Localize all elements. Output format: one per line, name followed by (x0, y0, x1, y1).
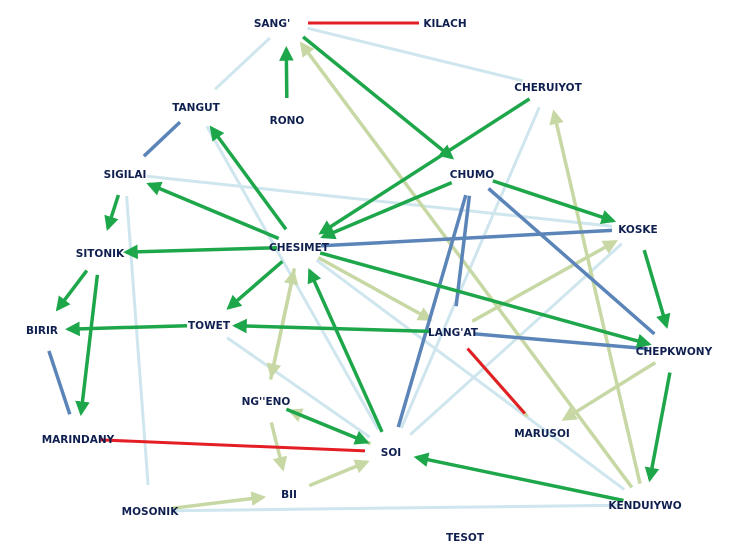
node-sigilai[interactable]: SIGILAI (104, 169, 147, 181)
edge-chesimet-sitonik (123, 244, 278, 260)
edge-langat-towet (232, 318, 432, 334)
edge-ngeno-bii (269, 421, 288, 472)
node-cheruiyot[interactable]: CHERUIYOT (514, 82, 582, 94)
node-soi[interactable]: SOI (381, 447, 401, 459)
edge-kenduiywo-cheruiyot (549, 109, 642, 484)
edge-koske-chepkwony (642, 249, 671, 329)
edge-rono-sang (279, 46, 294, 99)
edge-chesimet-tangut (209, 125, 288, 231)
node-marindany[interactable]: MARINDANY (42, 434, 115, 446)
node-langat[interactable]: LANG'AT (428, 327, 479, 339)
edge-chesimet-kenduiywo (315, 258, 626, 491)
node-marusoi[interactable]: MARUSOI (514, 428, 570, 440)
edge-chumo-soi (396, 194, 468, 428)
edge-marindany-soi (99, 438, 366, 453)
edge-bii-soi (308, 459, 370, 488)
node-chepkwony[interactable]: CHEPKWONY (636, 346, 713, 358)
node-chesimet[interactable]: CHESIMET (269, 242, 330, 254)
node-chumo[interactable]: CHUMO (450, 169, 494, 181)
node-koske[interactable]: KOSKE (618, 224, 657, 236)
edge-chepkwony-marusoi (561, 361, 657, 421)
edge-chumo-langat (454, 195, 472, 307)
edge-sigilai-mosonik (125, 195, 150, 486)
node-kilach[interactable]: KILACH (423, 18, 466, 30)
edge-sigilai-koske (146, 174, 613, 228)
edge-birir-marindany (47, 350, 72, 415)
edge-chesimet-koske (320, 228, 613, 248)
node-labels: SANG' KILACH TANGUT RONO CHERUIYOT SIGIL… (26, 18, 713, 544)
edge-sigilai-sitonik (104, 194, 121, 232)
node-bii[interactable]: BII (281, 489, 297, 501)
edge-layer (47, 21, 672, 513)
edge-chumo-koske (492, 179, 617, 225)
edge-sitonik-birir (55, 269, 89, 312)
edge-chesimet-langat (317, 256, 433, 321)
edge-chumo-chesimet (320, 180, 453, 240)
edge-chumo-chepkwony (487, 187, 656, 336)
edge-chesimet-chepkwony (319, 251, 652, 349)
edge-sang-tangut (213, 36, 271, 91)
node-ngeno[interactable]: NG''ENO (242, 396, 291, 408)
edge-sang-chumo (301, 35, 455, 160)
node-tesot[interactable]: TESOT (446, 532, 485, 544)
edge-soi-chesimet (307, 268, 384, 433)
node-kenduiywo[interactable]: KENDUIYWO (608, 500, 681, 512)
edge-langat-marusoi (466, 347, 526, 415)
edge-mosonik-bii (171, 491, 267, 511)
edge-tangut-sigilai (142, 120, 182, 158)
edge-cheruiyot-chesimet (318, 97, 531, 235)
node-mosonik[interactable]: MOSONIK (122, 506, 180, 518)
node-rono[interactable]: RONO (270, 115, 305, 127)
node-towet[interactable]: TOWET (188, 320, 231, 332)
edge-towet-soi (226, 336, 371, 439)
edge-towet-birir (65, 321, 188, 337)
edge-ngeno-soi (285, 407, 370, 445)
node-sang[interactable]: SANG' (254, 18, 290, 30)
edge-langat-chepkwony (474, 332, 649, 351)
edge-sang-cheruiyot (307, 26, 524, 83)
edge-kenduiywo-soi (413, 452, 624, 503)
edge-chepkwony-kenduiywo (644, 372, 672, 483)
node-tangut[interactable]: TANGUT (172, 102, 220, 114)
edge-sitonik-marindany (75, 274, 100, 417)
edge-chesimet-sigilai (146, 181, 280, 241)
edge-mosonik-kenduiywo (171, 503, 620, 513)
node-sitonik[interactable]: SITONIK (76, 248, 125, 260)
node-birir[interactable]: BIRIR (26, 325, 58, 337)
edge-langat-koske (471, 240, 618, 323)
edge-chesimet-towet (226, 260, 284, 310)
edge-kenduiywo-sang (299, 41, 634, 489)
